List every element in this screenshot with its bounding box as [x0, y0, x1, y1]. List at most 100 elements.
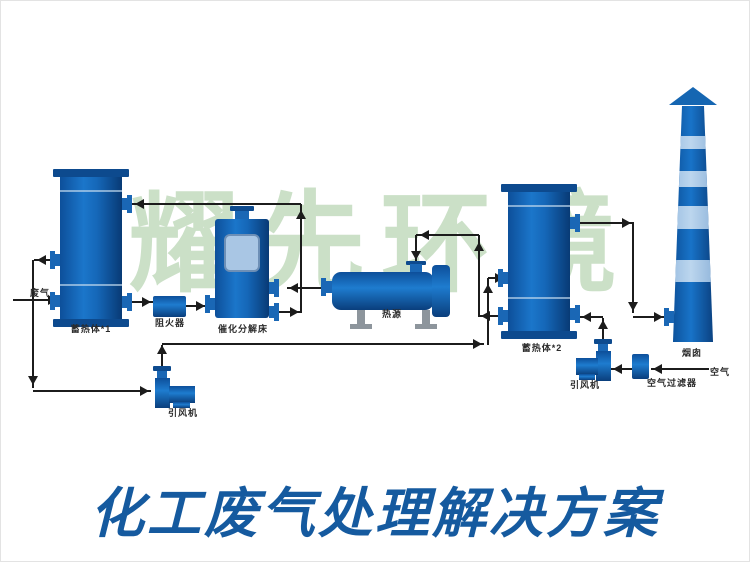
- pipe-segment: [579, 316, 603, 318]
- label-catalytic-bed: 催化分解床: [217, 324, 269, 334]
- heat-source-nozzle: [326, 281, 332, 293]
- flow-arrow-down: [411, 251, 421, 260]
- tower1-nozzle: [122, 198, 127, 210]
- label-heat-source: 热源: [381, 309, 403, 319]
- chimney-nozzle: [669, 311, 674, 323]
- tower1-nozzle: [50, 292, 55, 310]
- pipe-segment: [161, 345, 163, 367]
- tower2-bottom-flange: [501, 331, 577, 339]
- pipe-segment: [162, 343, 484, 345]
- bed-top-stem: [235, 211, 249, 220]
- fan1-foot: [173, 402, 190, 408]
- flow-arrow-left: [481, 311, 490, 321]
- fan1-stem: [157, 371, 167, 379]
- heat-source-body: [332, 272, 434, 310]
- bed-nozzle: [269, 306, 274, 318]
- fan2-column: [596, 351, 611, 381]
- fan1-flange: [153, 366, 171, 371]
- tower2-top-flange: [501, 184, 577, 192]
- flow-arrow-right: [654, 312, 663, 322]
- pipe-segment: [579, 222, 634, 224]
- tower1-nozzle: [55, 295, 60, 307]
- tower2-nozzle: [503, 272, 508, 284]
- tower1-bottom-flange: [53, 319, 129, 327]
- pipe-segment: [300, 204, 302, 312]
- flow-arrow-left: [613, 364, 622, 374]
- tower1-nozzle: [127, 293, 132, 311]
- fan2-stem: [598, 344, 608, 352]
- pipe-segment: [651, 368, 709, 370]
- label-waste-gas: 废气: [29, 288, 51, 298]
- pipe-segment: [13, 299, 59, 301]
- tower2-nozzle: [498, 307, 503, 325]
- chimney-band: [672, 206, 714, 229]
- flow-arrow-up: [157, 345, 167, 354]
- bed-nozzle: [269, 282, 274, 294]
- bed-window: [224, 234, 260, 272]
- heat-source-leg: [422, 310, 430, 324]
- flow-arrow-left: [582, 312, 591, 322]
- chimney-cap: [669, 87, 717, 105]
- flow-arrow-right: [196, 301, 205, 311]
- tower2-nozzle: [575, 305, 580, 323]
- flow-arrow-right: [290, 307, 299, 317]
- chimney-nozzle: [664, 308, 669, 326]
- flow-arrow-right: [622, 218, 631, 228]
- tower2-nozzle: [575, 214, 580, 232]
- tower2-body: [508, 192, 570, 331]
- heat-source-top-flange: [406, 261, 426, 265]
- chimney-band: [672, 136, 714, 149]
- flow-arrow-down: [628, 302, 638, 311]
- tower2-nozzle: [498, 269, 503, 287]
- label-fan1: 引风机: [167, 408, 199, 418]
- flow-arrow-right: [142, 297, 151, 307]
- tower1-top-flange: [53, 169, 129, 177]
- tower1-seam: [60, 284, 122, 286]
- heat-source-foot: [350, 324, 372, 329]
- pipe-segment: [132, 203, 301, 205]
- flow-arrow-up: [598, 320, 608, 329]
- label-air-filter: 空气过滤器: [646, 378, 698, 388]
- chimney-body: [672, 106, 714, 342]
- label-tower2: 蓄热体*2: [521, 343, 563, 353]
- tower2-nozzle: [570, 217, 575, 229]
- tower1-body: [60, 177, 122, 320]
- flow-arrow-up: [296, 210, 306, 219]
- fan2-flange: [594, 339, 612, 344]
- flow-arrow-left: [420, 230, 429, 240]
- flow-arrow-left: [653, 364, 662, 374]
- flow-arrow-right: [140, 386, 149, 396]
- tower2-seam: [508, 297, 570, 299]
- bed-nozzle: [210, 298, 215, 310]
- chimney-band: [672, 171, 714, 187]
- flow-arrow-up: [474, 242, 484, 251]
- pipe-segment: [633, 316, 665, 318]
- page-title: 化工废气处理解决方案: [90, 481, 660, 545]
- tower1-nozzle: [50, 251, 55, 269]
- tower2-nozzle: [570, 308, 575, 320]
- bed-nozzle: [205, 295, 210, 313]
- flow-arrow-up: [483, 284, 493, 293]
- tower1-nozzle: [127, 195, 132, 213]
- bed-top-flange: [230, 206, 254, 211]
- flow-arrow-left: [289, 283, 298, 293]
- heat-source-top-stem: [410, 264, 422, 273]
- bed-nozzle: [274, 303, 279, 321]
- heat-source-end-cap: [432, 265, 450, 317]
- tower1-nozzle: [122, 296, 127, 308]
- pipe-segment: [632, 223, 634, 313]
- pipe-segment: [416, 234, 479, 236]
- bed-nozzle: [274, 279, 279, 297]
- pipe-segment: [415, 235, 417, 261]
- tower1-nozzle: [55, 254, 60, 266]
- fan2-casing: [576, 358, 598, 375]
- pipe-segment: [478, 235, 480, 316]
- label-chimney: 烟囱: [681, 348, 703, 358]
- chimney-band: [672, 260, 714, 282]
- label-tower1: 蓄热体*1: [70, 324, 112, 334]
- tower2-seam: [508, 205, 570, 207]
- flow-arrow-left: [135, 199, 144, 209]
- pipe-segment: [287, 287, 322, 289]
- label-fan2: 引风机: [569, 380, 601, 390]
- flame-arrester-box: [153, 296, 186, 317]
